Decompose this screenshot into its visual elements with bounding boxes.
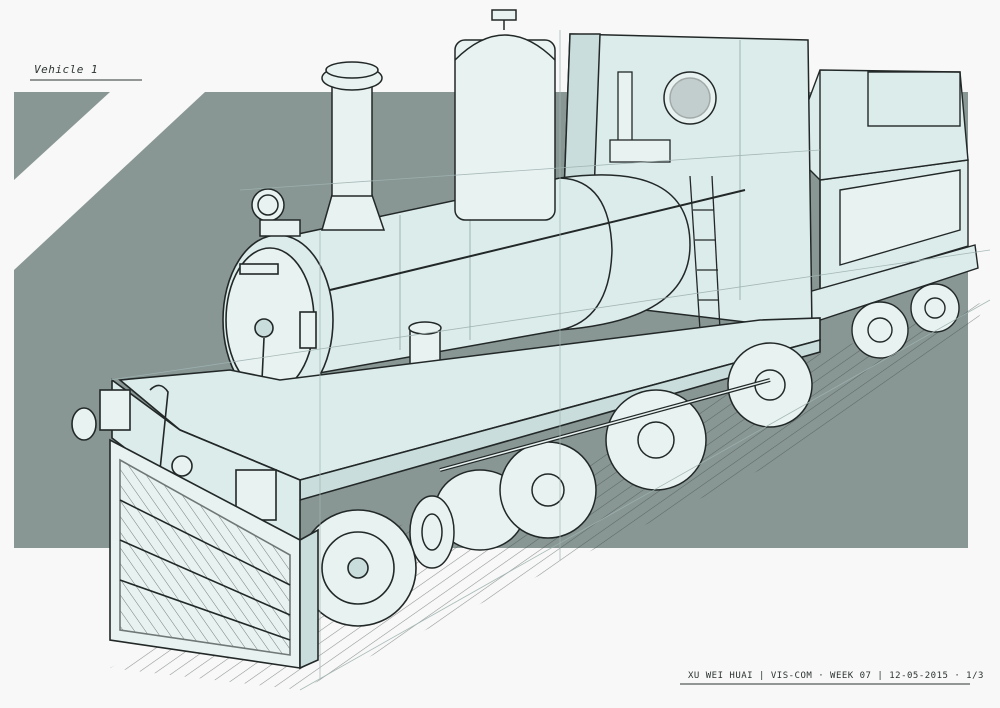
boiler-handrail xyxy=(329,189,746,291)
pilot-wheels xyxy=(299,509,417,627)
ladder xyxy=(689,175,721,331)
whistle xyxy=(609,71,671,163)
drawing-title: Vehicle 1 xyxy=(34,63,99,76)
cab-porthole-window xyxy=(663,71,717,125)
artist-signature-block: XU WEI HUAI | VIS-COM · WEEK 07 | 12-05-… xyxy=(688,671,984,681)
headlamp xyxy=(251,188,301,237)
tender xyxy=(779,69,979,359)
construction-lines xyxy=(109,30,991,691)
diagonal-light-stripe xyxy=(14,92,205,270)
smokestack xyxy=(321,61,386,231)
smokebox-door xyxy=(222,234,334,406)
steam-dome xyxy=(454,9,556,221)
cow-catcher xyxy=(109,438,319,670)
driving-wheels xyxy=(499,342,813,539)
cylinder xyxy=(409,469,526,569)
